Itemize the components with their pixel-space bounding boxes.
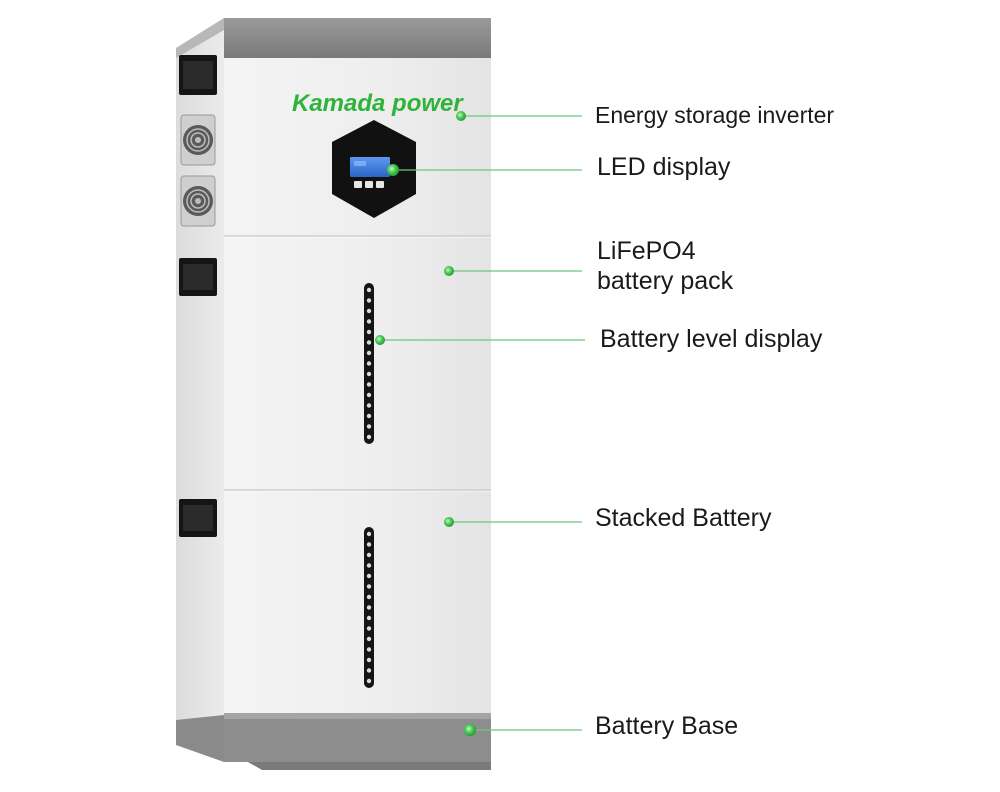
indicator-led-dot: [366, 350, 372, 356]
callout-dot: [375, 335, 385, 345]
brand-logo: Kamada power: [292, 90, 464, 117]
indicator-led-dot: [366, 542, 372, 547]
callout-dot: [456, 111, 466, 121]
indicator-led-dot: [366, 647, 372, 652]
indicator-led-dot: [366, 615, 372, 621]
cabinet-side: [176, 18, 230, 762]
battery-level-strip-upper: [364, 283, 374, 444]
label-battery-base: Battery Base: [595, 712, 739, 740]
indicator-led-dot: [366, 308, 372, 314]
fan-icon: [180, 175, 216, 227]
indicator-led-dot: [366, 563, 372, 568]
indicator-led-dot: [366, 678, 372, 684]
callout-dot: [387, 164, 399, 176]
indicator-led-dot: [366, 531, 372, 537]
indicator-led-dot: [366, 329, 372, 335]
indicator-led-dot: [366, 434, 372, 440]
indicator-led-dot: [366, 382, 372, 387]
indicator-led-dot: [366, 287, 372, 293]
indicator-led-dot: [366, 319, 372, 324]
battery-level-strip-lower: [364, 527, 374, 688]
indicator-led-dot: [366, 298, 372, 303]
indicator-led-dot: [366, 584, 372, 589]
label-lifepo4-line1: LiFePO4: [597, 237, 696, 265]
indicator-led-dot: [366, 403, 372, 408]
indicator-led-dot: [366, 340, 372, 345]
label-led-display: LED display: [597, 153, 731, 181]
label-battery-level-display: Battery level display: [600, 325, 823, 353]
callout-dot: [444, 266, 454, 276]
indicator-led-dot: [366, 573, 372, 579]
fan-icon: [180, 114, 216, 166]
indicator-led-dot: [366, 361, 372, 366]
indicator-led-dot: [366, 605, 372, 610]
indicator-led-dot: [366, 413, 372, 419]
indicator-led-dot: [366, 424, 372, 429]
cabinet-front: [224, 18, 491, 770]
battery-base-body: [224, 713, 491, 762]
indicator-led-dot: [366, 371, 372, 377]
label-stacked-battery: Stacked Battery: [595, 504, 772, 532]
label-energy-storage-inverter: Energy storage inverter: [595, 102, 835, 128]
indicator-led-dot: [366, 392, 372, 398]
indicator-led-dot: [366, 657, 372, 663]
lcd-screen: [350, 157, 390, 177]
indicator-led-dot: [366, 552, 372, 558]
callout-dot: [464, 724, 476, 736]
label-lifepo4-line2: battery pack: [597, 267, 734, 295]
top-trim: [224, 18, 491, 58]
callout-dot: [444, 517, 454, 527]
indicator-led-dot: [366, 594, 372, 600]
callout-dots: [375, 111, 476, 736]
led-display-panel: [332, 120, 416, 218]
leader-lines: [380, 115, 585, 731]
indicator-led-dot: [366, 626, 372, 631]
label-lifepo4-battery-pack: LiFePO4 battery pack: [597, 236, 733, 296]
indicator-led-dot: [366, 668, 372, 673]
indicator-led-dot: [366, 636, 372, 642]
